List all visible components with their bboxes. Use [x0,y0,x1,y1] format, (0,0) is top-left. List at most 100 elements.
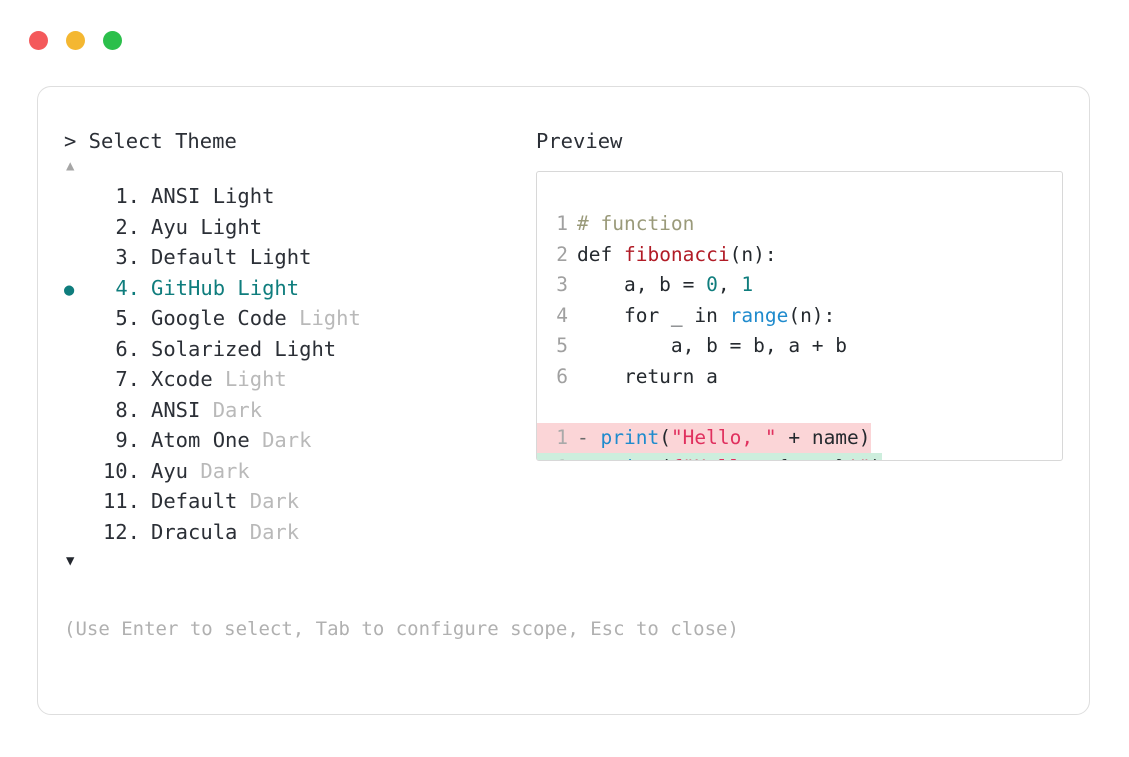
theme-item-variant: Dark [188,458,250,483]
code-line: 4 for _ in range(n): [537,301,1062,332]
theme-list-item[interactable]: 5. Google Code Light [64,303,534,334]
theme-item-number: 11. [102,489,140,513]
diff-marker: - [577,425,601,449]
theme-item-number: 2. [115,214,140,239]
maximize-icon[interactable] [103,31,122,50]
theme-list-item[interactable]: 3. Default Light [64,242,534,273]
code-line: 2 def fibonacci(n): [537,240,1062,271]
code-line: 3 a, b = 0, 1 [537,270,1062,301]
theme-item-name: Dracula Dark [151,519,300,544]
theme-list-item[interactable]: 11. Default Dark [64,486,534,517]
page-title: > Select Theme [64,129,237,153]
theme-selector-panel: > Select Theme ▲ 1. ANSI Light 2. Ayu Light… [64,127,534,572]
code-blank-line [537,392,1062,423]
theme-item-name: Default Dark [151,489,300,513]
code-token: for _ in [577,303,730,327]
scroll-down-icon[interactable]: ▼ [66,553,75,569]
window-traffic-lights [29,31,122,50]
theme-item-number: 6. [115,336,140,361]
diff-line-text: + print(f"Hello, {name}!") [577,453,883,460]
preview-label: Preview [536,129,623,153]
diff-marker: + [577,456,600,460]
line-number: 1 [556,212,568,235]
theme-item-number: 5. [115,306,140,330]
diff-block: 1- print("Hello, " + name)1+ print(f"Hel… [537,422,1062,460]
theme-item-number: 1. [115,184,140,208]
theme-item-variant: Light [212,367,287,391]
code-token: range [729,303,789,327]
line-number: 1 [537,422,577,453]
code-token: ( [659,456,671,460]
theme-list: 1. ANSI Light 2. Ayu Light 3. Default Light ● 4… [64,181,534,547]
code-token: ) [871,456,883,460]
theme-item-name: GitHub Light [151,275,300,300]
code-token: fibonacci [623,242,730,266]
theme-item-number: 12. [102,519,140,544]
line-number: 3 [556,273,568,296]
diff-line-text: - print("Hello, " + name) [577,422,871,453]
theme-item-name: Default Light [151,245,312,269]
code-line-text: # function [577,209,694,240]
theme-item-name: Xcode Light [151,367,287,391]
theme-item-name: Google Code Light [151,306,361,330]
line-number: 5 [556,334,568,357]
code-token: , [717,273,742,296]
code-line-text: for _ in range(n): [577,301,835,332]
theme-item-name: ANSI Dark [151,397,263,422]
theme-item-variant: Dark [237,489,300,513]
code-token: + name) [776,425,871,449]
theme-list-item[interactable]: ● 4. GitHub Light [64,273,534,304]
code-line: 1 # function [537,209,1062,240]
selected-bullet-icon: ● [64,279,75,300]
keyboard-hint: (Use Enter to select, Tab to configure s… [64,618,739,640]
theme-item-number: 9. [115,428,140,452]
theme-item-number: 10. [102,458,140,483]
theme-list-item[interactable]: 1. ANSI Light [64,181,534,212]
theme-list-item[interactable]: 10.Ayu Dark [64,456,534,487]
code-token: 1 [741,273,754,296]
theme-item-name: Atom One Dark [151,428,312,452]
code-token: "Hello, " [670,425,777,449]
theme-list-item[interactable]: 9. Atom One Dark [64,425,534,456]
theme-item-number: 7. [115,367,140,391]
line-number: 2 [556,242,568,266]
code-token: (n): [729,242,777,266]
line-number: 1 [537,453,577,460]
code-line-text: a, b = 0, 1 [577,270,753,301]
code-token: a, b = b, a + b [577,334,848,357]
code-token: return a [577,364,718,388]
code-token: f"Hello, [671,456,777,460]
theme-item-name: Solarized Light [151,336,337,361]
code-token: ( [659,425,671,449]
code-line: 5 a, b = b, a + b [537,331,1062,362]
scroll-up-icon[interactable]: ▲ [66,158,75,174]
code-token: {name} [777,456,847,460]
theme-item-variant: Dark [249,428,312,452]
theme-list-item[interactable]: 12. Dracula Dark [64,517,534,548]
theme-item-number: 8. [115,397,140,422]
line-number: 6 [556,364,568,388]
theme-selector-card: > Select Theme ▲ 1. ANSI Light 2. Ayu Light… [37,86,1090,715]
code-line: 6 return a [537,362,1062,393]
minimize-icon[interactable] [66,31,85,50]
theme-item-number: 3. [115,245,140,269]
diff-line-add: 1+ print(f"Hello, {name}!") [537,453,1062,460]
diff-line-del: 1- print("Hello, " + name) [537,422,1062,453]
code-token: (n): [788,303,836,327]
code-line-text: def fibonacci(n): [577,240,777,271]
theme-list-item[interactable]: 8. ANSI Dark [64,395,534,426]
code-token: # function [577,212,695,235]
close-icon[interactable] [29,31,48,50]
theme-item-name: Ayu Light [151,214,263,239]
theme-item-variant: Dark [237,519,300,544]
theme-list-item[interactable]: 2. Ayu Light [64,212,534,243]
theme-item-number: 4. [115,275,140,300]
code-line-text: a, b = b, a + b [577,331,847,362]
theme-list-item[interactable]: 6. Solarized Light [64,334,534,365]
code-token: def [577,242,624,266]
theme-item-name: ANSI Light [151,184,275,208]
theme-list-item[interactable]: 7. Xcode Light [64,364,534,395]
